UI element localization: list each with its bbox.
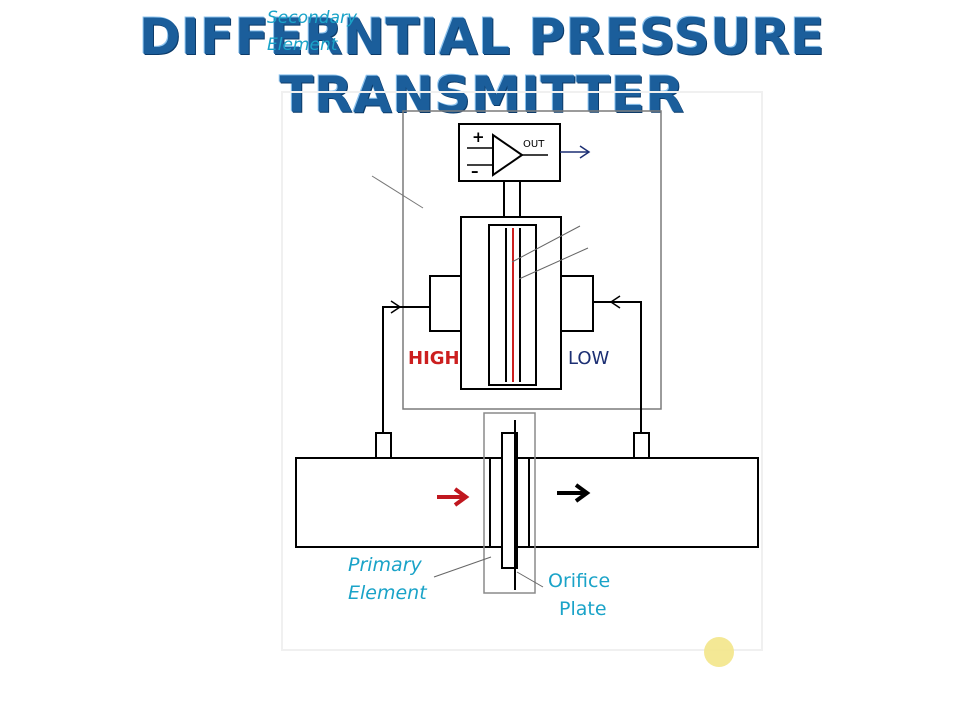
faded-frame (281, 91, 763, 651)
high-label: HIGH (408, 348, 460, 369)
secondary-label-line2: Element (267, 35, 338, 55)
orifice-leader-line (516, 571, 544, 588)
orifice-label-line1: Orifice (548, 570, 610, 592)
diaphragm-chamber (488, 224, 537, 386)
high-port (429, 275, 462, 332)
low-impulse-line (593, 301, 642, 433)
red-arrow-icon (437, 487, 470, 507)
secondary-label-line1: Secondary (267, 8, 358, 28)
op-amp-icon (467, 133, 548, 177)
output-arrow-icon (560, 145, 591, 159)
high-tapping (375, 432, 392, 459)
primary-leader-line (433, 556, 492, 578)
high-impulse-line (382, 306, 430, 433)
amp-out-label: OUT (523, 139, 545, 150)
diaphragm-leader-1 (511, 225, 581, 263)
primary-label-line2: Element (348, 582, 428, 604)
low-tapping (633, 432, 650, 459)
pipe (295, 457, 759, 548)
orifice-plate (501, 432, 518, 569)
orifice-label-line2: Plate (559, 598, 607, 620)
page-title: DIFFERNTIAL PRESSURE TRANSMITTER (139, 8, 825, 124)
sensor-body (460, 216, 562, 390)
high-inlet-arrow-icon (390, 300, 402, 314)
low-port (560, 275, 594, 332)
transmitter-housing (402, 110, 662, 410)
primary-element-box (483, 412, 536, 594)
amp-minus-label: – (471, 162, 479, 180)
sensor-connector (503, 180, 521, 218)
low-inlet-arrow-icon (609, 295, 621, 309)
diaphragm-leader-2 (518, 247, 589, 280)
primary-label-line1: Primary (348, 554, 423, 576)
black-arrow-icon (557, 483, 591, 503)
amp-plus-label: + (472, 128, 485, 146)
secondary-element-label: Secondary Element (267, 5, 357, 59)
pointer-dot-icon (704, 637, 734, 667)
secondary-leader-line (371, 175, 424, 209)
low-label: LOW (568, 348, 610, 369)
